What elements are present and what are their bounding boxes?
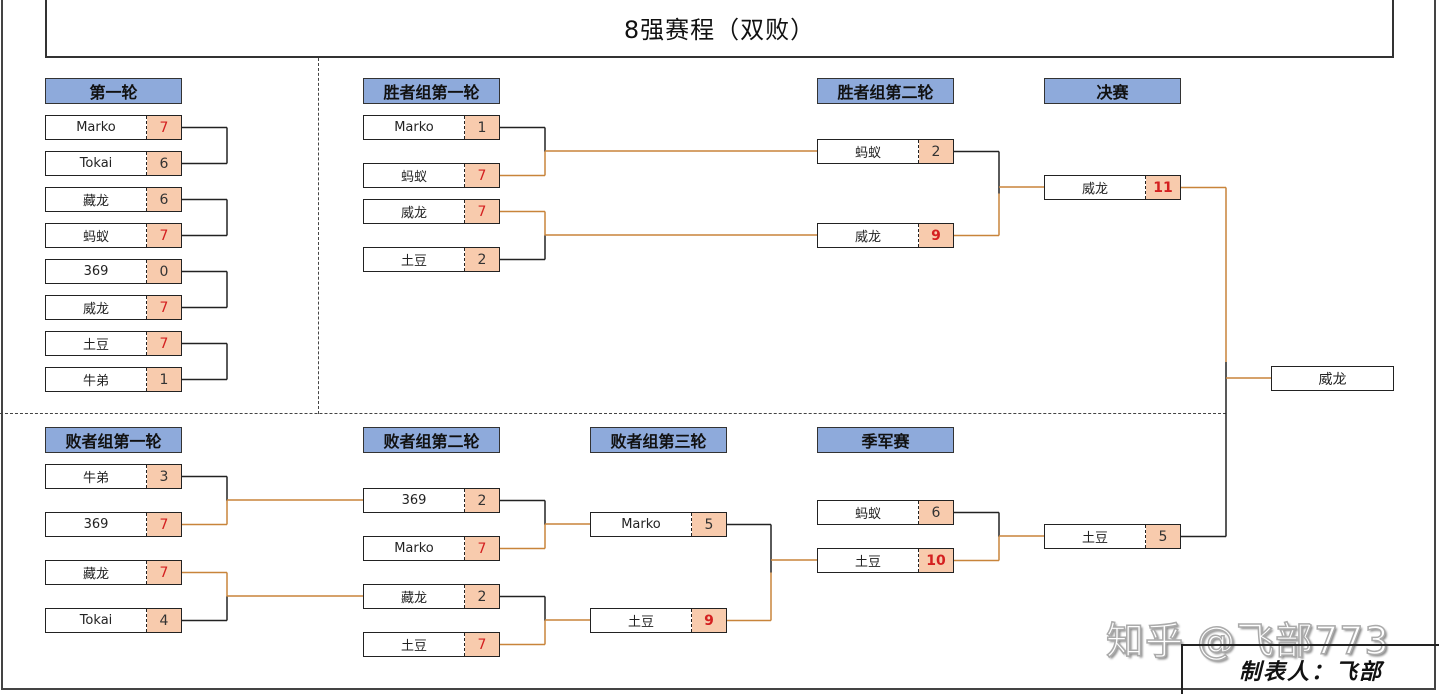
player-name: 牛弟 [46,465,147,488]
header-winners-round2: 胜者组第二轮 [817,78,954,104]
player-name: 蚂蚁 [818,501,919,524]
player-score: 7 [147,561,181,584]
player-score: 4 [147,609,181,632]
header-losers-round3: 败者组第三轮 [590,427,727,453]
player-name: 藏龙 [46,188,147,211]
player-score: 7 [147,513,181,536]
player-name: Tokai [46,152,147,175]
player-name: 蚂蚁 [364,164,465,187]
player-name: 369 [46,260,147,283]
player-score: 2 [465,248,499,271]
player-name: 牛弟 [46,368,147,391]
player-score: 5 [692,513,726,536]
header-losers-round1: 败者组第一轮 [45,427,182,453]
player-score: 0 [147,260,181,283]
player-score: 1 [147,368,181,391]
watermark: 知乎 @飞部773 [1105,618,1390,664]
header-third-place: 季军赛 [817,427,954,453]
header-round1: 第一轮 [45,78,182,104]
player-name: Marko [364,116,465,139]
player-score: 10 [919,549,953,572]
player-score: 7 [465,633,499,656]
player-score: 6 [919,501,953,524]
player-name: 蚂蚁 [818,140,919,163]
player-score: 11 [1146,176,1180,199]
player-name: 藏龙 [364,585,465,608]
player-name: 369 [46,513,147,536]
header-losers-round2: 败者组第二轮 [363,427,500,453]
player-name: 威龙 [364,200,465,223]
player-score: 7 [147,332,181,355]
player-score: 6 [147,152,181,175]
player-name: 土豆 [364,633,465,656]
player-score: 7 [465,537,499,560]
horizontal-divider [0,413,1226,414]
player-score: 2 [465,585,499,608]
player-name: Marko [591,513,692,536]
header-winners-round1: 胜者组第一轮 [363,78,500,104]
player-score: 2 [919,140,953,163]
page-title: 8强赛程（双败） [45,0,1394,58]
player-name: 土豆 [46,332,147,355]
player-score: 7 [465,164,499,187]
player-score: 7 [147,296,181,319]
player-name: Tokai [46,609,147,632]
player-score: 9 [692,609,726,632]
player-score: 7 [465,200,499,223]
player-score: 2 [465,489,499,512]
player-name: 蚂蚁 [46,224,147,247]
player-score: 3 [147,465,181,488]
player-score: 7 [147,224,181,247]
player-score: 7 [147,116,181,139]
player-name: 土豆 [818,549,919,572]
player-name: 威龙 [1045,176,1146,199]
player-name: 土豆 [591,609,692,632]
player-score: 1 [465,116,499,139]
player-name: 土豆 [1045,525,1146,548]
player-score: 5 [1146,525,1180,548]
player-name: 威龙 [818,224,919,247]
player-name: 藏龙 [46,561,147,584]
player-name: Marko [46,116,147,139]
player-score: 6 [147,188,181,211]
player-name: 威龙 [46,296,147,319]
header-final: 决赛 [1044,78,1181,104]
player-name: Marko [364,537,465,560]
player-name: 369 [364,489,465,512]
vertical-divider [318,58,319,414]
player-name: 土豆 [364,248,465,271]
player-score: 9 [919,224,953,247]
champion-slot: 威龙 [1271,366,1394,391]
maker-credit: 制表人：飞部 [1181,644,1439,694]
